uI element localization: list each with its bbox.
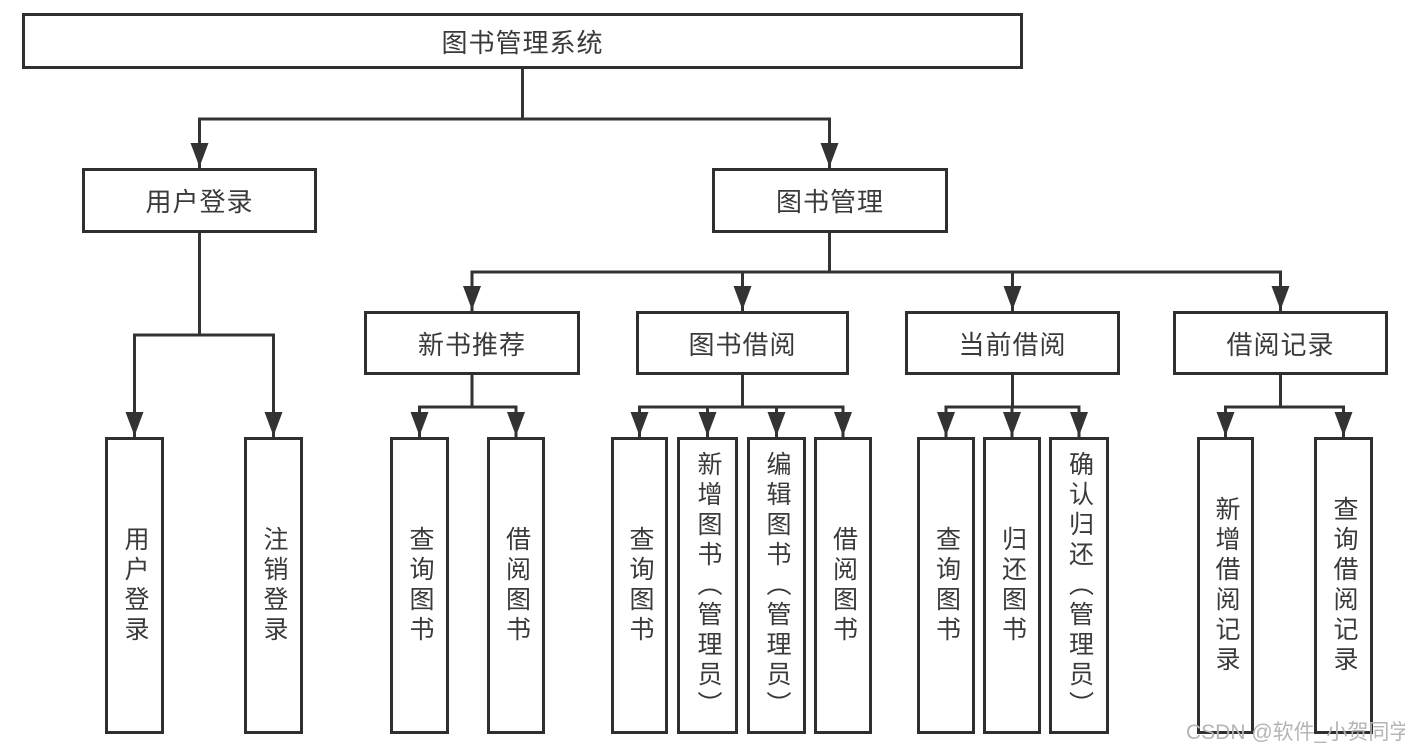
leaf-user-login: 用户登录 (105, 437, 164, 734)
node-label: 新增借阅记录 (1212, 495, 1240, 676)
node-label: 注销登录 (260, 525, 288, 646)
leaf-query-books-recommend: 查询图书 (390, 437, 449, 734)
node-label: 用户登录 (121, 525, 149, 646)
node-book-borrowing: 图书借阅 (636, 311, 849, 375)
node-label: 查询图书 (626, 525, 654, 646)
leaf-query-books-current: 查询图书 (917, 437, 975, 734)
node-label: 借阅图书 (829, 525, 858, 646)
watermark-text: CSDN @软件_小贺同学 (1186, 721, 1405, 744)
node-current-borrowing: 当前借阅 (905, 311, 1120, 375)
node-user-login: 用户登录 (82, 168, 317, 233)
leaf-query-borrow-record: 查询借阅记录 (1314, 437, 1373, 734)
leaf-return-books: 归还图书 (983, 437, 1041, 734)
node-label: 当前借阅 (958, 329, 1067, 360)
node-label: 借阅记录 (1226, 329, 1335, 360)
node-label: 图书管理 (775, 187, 884, 217)
node-label: 借阅图书 (502, 525, 531, 646)
node-label: 确认归还（管理员） (1065, 450, 1094, 721)
node-label: 用户登录 (145, 187, 254, 217)
leaf-edit-book-admin: 编辑图书（管理员） (747, 437, 806, 734)
leaf-confirm-return-admin: 确认归还（管理员） (1049, 437, 1109, 734)
node-new-book-recommend: 新书推荐 (364, 311, 580, 375)
node-label: 归还图书 (998, 525, 1027, 646)
node-label: 查询借阅记录 (1330, 495, 1358, 676)
node-label: 查询图书 (932, 525, 961, 646)
node-borrow-records: 借阅记录 (1173, 311, 1388, 375)
node-label: 图书借阅 (688, 329, 797, 360)
node-label: 新书推荐 (417, 329, 526, 360)
leaf-borrow-books-borrowing: 借阅图书 (814, 437, 872, 734)
leaf-borrow-books-recommend: 借阅图书 (487, 437, 545, 734)
leaf-query-books-borrowing: 查询图书 (611, 437, 668, 734)
node-label: 新增图书（管理员） (694, 450, 722, 721)
node-label: 编辑图书（管理员） (763, 450, 791, 721)
node-root-system: 图书管理系统 (22, 13, 1023, 69)
leaf-add-book-admin: 新增图书（管理员） (677, 437, 738, 734)
leaf-logout: 注销登录 (244, 437, 303, 734)
node-book-management: 图书管理 (712, 168, 948, 233)
node-label: 图书管理系统 (441, 27, 604, 58)
node-label: 查询图书 (406, 525, 434, 646)
leaf-add-borrow-record: 新增借阅记录 (1197, 437, 1254, 734)
